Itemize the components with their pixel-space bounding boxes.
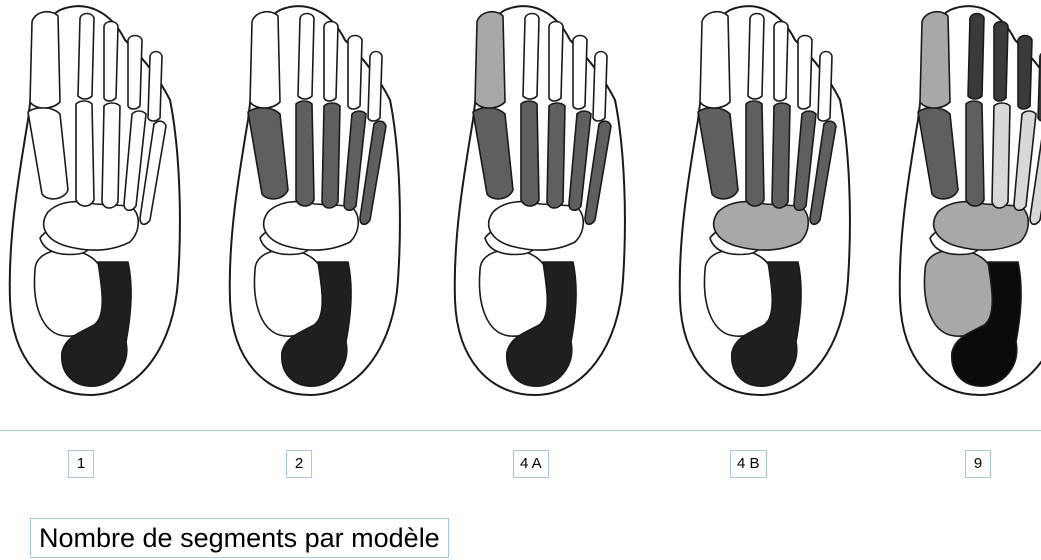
toe-4-bone: [348, 36, 362, 110]
toe-5-bone: [148, 52, 162, 122]
foot-models-illustration: [0, 0, 1041, 420]
tarsals-bone: [934, 202, 1029, 250]
toe-4-bone: [1018, 36, 1032, 110]
tarsals-bone: [714, 202, 809, 250]
model-label-9: 9: [965, 450, 991, 478]
model-label-2: 2: [286, 450, 312, 478]
hallux-bone: [475, 12, 505, 108]
meta2-bone: [521, 101, 539, 206]
model-label-1: 1: [68, 450, 94, 478]
meta3-bone: [772, 103, 790, 208]
meta3-bone: [992, 103, 1010, 208]
tarsals-bone: [489, 202, 584, 250]
toe-2-bone: [523, 14, 539, 100]
toe-3-bone: [549, 22, 563, 102]
meta2-bone: [296, 101, 314, 206]
toe-3-bone: [104, 22, 118, 102]
toe-5-bone: [593, 52, 607, 122]
meta3-bone: [102, 103, 120, 208]
hallux-bone: [30, 12, 60, 108]
toe-4-bone: [128, 36, 142, 110]
tarsals-bone: [264, 202, 359, 250]
hallux-bone: [920, 12, 950, 108]
caption: Nombre de segments par modèle: [30, 518, 449, 558]
hallux-bone: [700, 12, 730, 108]
calcaneus-bone: [479, 250, 551, 336]
meta2-bone: [746, 101, 764, 206]
model-label-4a: 4 A: [513, 450, 549, 478]
calcaneus-bone: [34, 250, 106, 336]
foot-model-4a: [455, 6, 625, 395]
model-label-4b: 4 B: [730, 450, 767, 478]
toe-2-bone: [298, 14, 314, 100]
toe-5-bone: [368, 52, 382, 122]
foot-model-1: [10, 6, 180, 395]
meta3-bone: [547, 103, 565, 208]
meta2-bone: [966, 101, 984, 206]
hallux-bone: [250, 12, 280, 108]
toe-5-bone: [818, 52, 832, 122]
meta3-bone: [322, 103, 340, 208]
separator-line: [0, 430, 1041, 431]
tarsals-bone: [44, 202, 139, 250]
foot-model-9: [900, 6, 1041, 395]
toe-2-bone: [968, 14, 984, 100]
meta2-bone: [76, 101, 94, 206]
toe-4-bone: [573, 36, 587, 110]
calcaneus-bone: [924, 250, 996, 336]
calcaneus-bone: [704, 250, 776, 336]
toe-2-bone: [78, 14, 94, 100]
foot-model-2: [230, 6, 400, 395]
foot-model-4b: [680, 6, 850, 395]
toe-3-bone: [324, 22, 338, 102]
toe-3-bone: [994, 22, 1008, 102]
toe-4-bone: [798, 36, 812, 110]
calcaneus-bone: [254, 250, 326, 336]
toe-2-bone: [748, 14, 764, 100]
toe-3-bone: [774, 22, 788, 102]
